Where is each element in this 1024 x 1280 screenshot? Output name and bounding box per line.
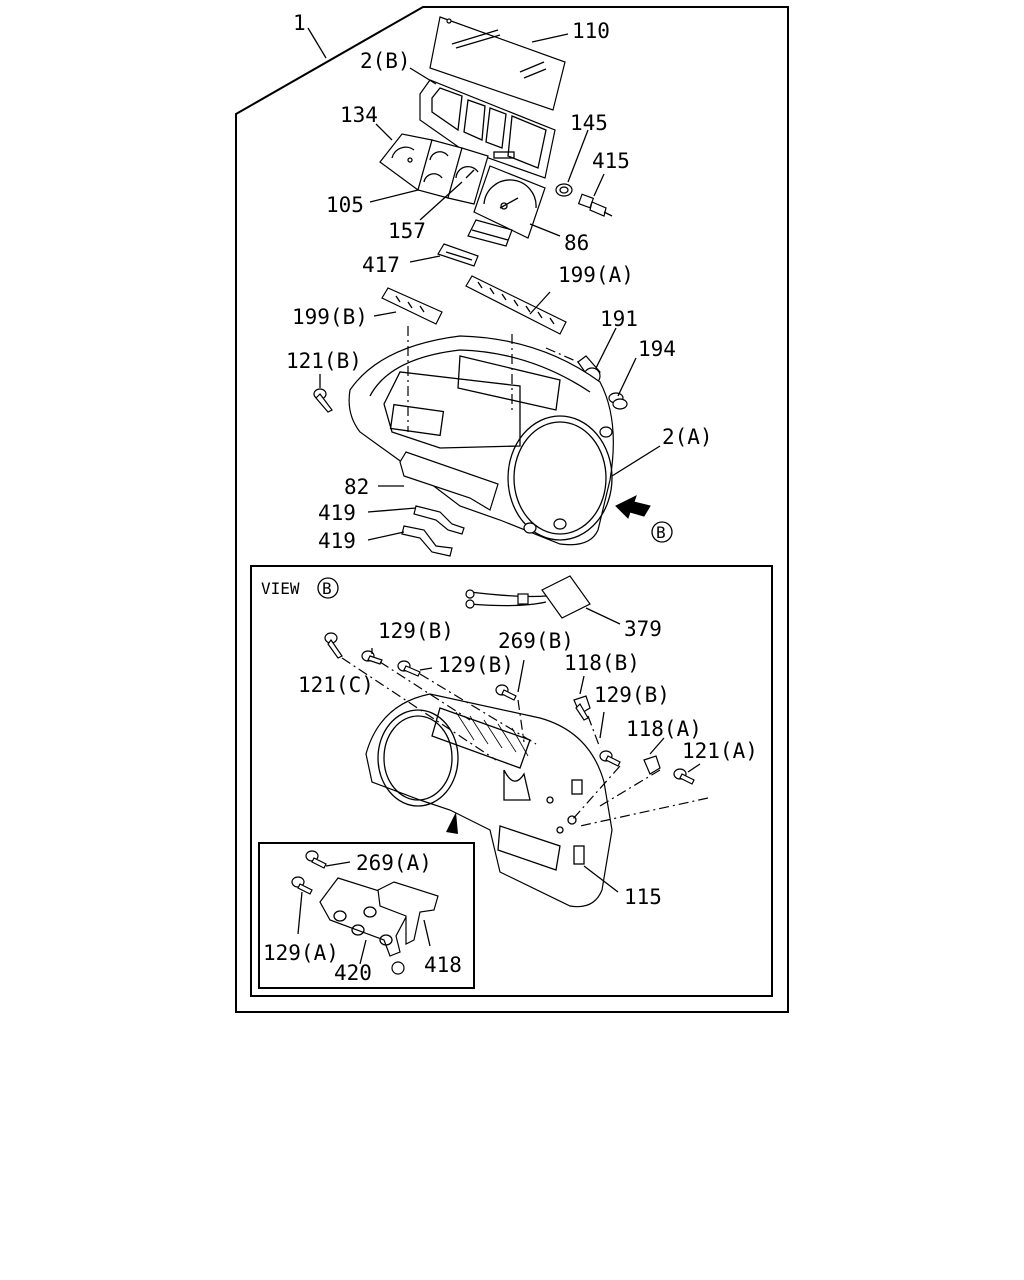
label-269b: 269(B) — [498, 629, 574, 653]
part-417-connector — [437, 243, 479, 267]
part-115-board — [365, 693, 613, 908]
label-379: 379 — [624, 617, 662, 641]
label-129b-3: 129(B) — [594, 683, 670, 707]
label-191: 191 — [600, 307, 638, 331]
part-418-bracket — [377, 881, 439, 945]
label-417: 417 — [362, 253, 400, 277]
part-129a-screw — [291, 876, 313, 895]
part-121a-screw — [673, 768, 695, 785]
view-b-arrow — [615, 495, 673, 543]
part-86-speedometer — [467, 165, 546, 247]
label-199a: 199(A) — [558, 263, 634, 287]
part-199b-strip — [381, 287, 443, 325]
label-129a: 129(A) — [263, 941, 339, 965]
part-118a-nut — [643, 755, 661, 775]
part-129b-screw-3 — [599, 750, 621, 767]
label-121c: 121(C) — [298, 673, 374, 697]
label-arrow-b: B — [656, 523, 666, 542]
label-115: 115 — [624, 885, 662, 909]
label-419-1: 419 — [318, 501, 356, 525]
label-view-b: B — [322, 579, 332, 598]
part-121b-screw — [313, 388, 333, 413]
label-145: 145 — [570, 111, 608, 135]
part-121c-screw — [324, 632, 343, 659]
view-b-frame — [250, 565, 773, 997]
part-269a-screw — [305, 850, 327, 869]
label-118a: 118(A) — [626, 717, 702, 741]
part-145 — [555, 183, 573, 197]
label-420: 420 — [334, 961, 372, 985]
label-269a: 269(A) — [356, 851, 432, 875]
part-82 — [399, 451, 499, 511]
part-129b-screw-2 — [397, 660, 421, 677]
part-2a-housing — [348, 335, 614, 546]
part-379-harness — [465, 575, 591, 619]
leader-lines — [297, 27, 701, 965]
label-121b: 121(B) — [286, 349, 362, 373]
outer-frame — [235, 6, 789, 1013]
part-118b-nut — [573, 695, 591, 721]
label-118b: 118(B) — [564, 651, 640, 675]
part-199a-strip — [465, 275, 567, 335]
label-199b: 199(B) — [292, 305, 368, 329]
label-1: 1 — [293, 11, 306, 35]
label-129b-1: 129(B) — [378, 619, 454, 643]
label-134: 134 — [340, 103, 378, 127]
label-121a: 121(A) — [682, 739, 758, 763]
label-194: 194 — [638, 337, 676, 361]
alignment-lines — [341, 326, 709, 827]
label-129b-2: 129(B) — [438, 653, 514, 677]
part-269b-screw — [495, 684, 517, 701]
label-419-2: 419 — [318, 529, 356, 553]
part-110-glass — [429, 16, 566, 111]
view-b-circle — [317, 577, 339, 599]
label-157: 157 — [388, 219, 426, 243]
part-419-bracket-2 — [401, 525, 453, 557]
label-415: 415 — [592, 149, 630, 173]
label-105: 105 — [326, 193, 364, 217]
label-110: 110 — [572, 19, 610, 43]
part-129b-screw-1 — [361, 650, 383, 665]
part-419-bracket-1 — [413, 505, 465, 535]
label-2a: 2(A) — [662, 425, 713, 449]
inset-frame — [258, 842, 475, 989]
part-194-spring — [608, 392, 628, 410]
label-view: VIEW — [261, 579, 300, 598]
label-82: 82 — [344, 475, 369, 499]
label-418: 418 — [424, 953, 462, 977]
label-2b: 2(B) — [360, 49, 411, 73]
label-86: 86 — [564, 231, 589, 255]
part-415 — [577, 193, 613, 217]
part-157-gauge — [447, 147, 489, 205]
